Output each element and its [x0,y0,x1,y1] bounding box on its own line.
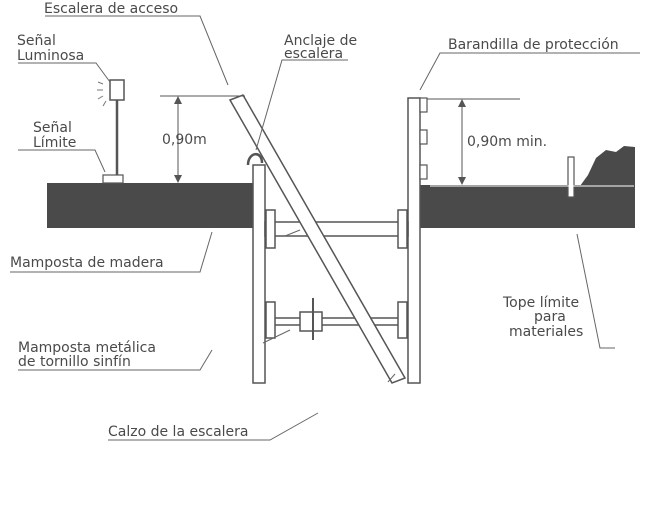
label-barandilla: Barandilla de protección [448,37,619,53]
ladder-anchor [246,153,264,166]
right-shoring-board [407,97,421,384]
label-tope-1: Tope límite [502,295,579,311]
light-rays-icon [97,81,107,107]
metal-strut-screw [299,311,323,332]
label-escalera-acceso: Escalera de acceso [44,1,178,17]
label-tope-3: materiales [509,324,583,340]
soil-mound [580,146,635,186]
wooden-strut [264,221,409,237]
label-senal-luminosa-2: Luminosa [17,48,84,64]
leader-lines [10,15,640,441]
metal-strut [271,317,401,326]
label-senal-luminosa-1: Señal [17,33,56,49]
label-anclaje-1: Anclaje de [284,33,357,49]
guardrail-bracket-3 [419,164,428,180]
label-mamposta-madera: Mamposta de madera [10,255,164,271]
guardrail-bracket-1 [419,97,428,113]
limit-signal-block [102,174,124,184]
metal-strut-cap-left [265,301,276,339]
dimension-right: 0,90m min. [467,134,547,150]
label-senal-limite-1: Señal [33,120,72,136]
dimension-left: 0,90m [162,132,207,148]
label-anclaje-2: escalera [284,46,343,62]
right-dim-arrow-top [458,99,466,107]
access-ladder [228,94,407,384]
guardrail-bracket-2 [419,129,428,145]
right-dim-arrow-bottom [458,177,466,185]
metal-strut-cap-right [397,301,408,339]
left-dim-arrow-top [174,96,182,104]
ground-section [47,183,635,413]
left-dim-arrow-bottom [174,175,182,183]
label-calzo: Calzo de la escalera [108,424,249,440]
light-signal-lamp [109,79,125,101]
label-mamposta-metalica-1: Mamposta metálica [18,340,156,356]
material-stop-post [567,156,575,198]
left-shoring-board [252,164,266,384]
wooden-strut-cap-left [265,209,276,249]
wooden-strut-cap-right [397,209,408,249]
label-tope-2: para [534,309,566,325]
label-senal-limite-2: Límite [33,135,76,151]
label-mamposta-metalica-2: de tornillo sinfín [18,354,131,370]
